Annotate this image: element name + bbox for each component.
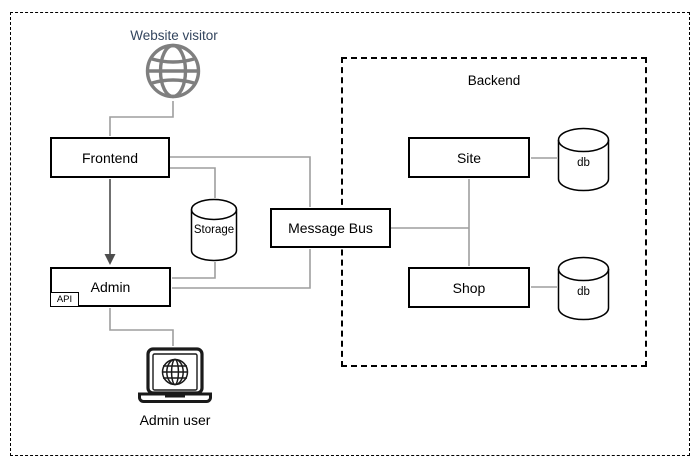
node-shop: Shop [408,267,530,308]
node-shop-db: db [557,256,610,321]
node-frontend: Frontend [50,137,170,178]
api-badge: API [50,292,79,307]
node-admin-label: Admin [90,279,131,295]
node-admin: Admin API [50,267,171,307]
node-shop-label: Shop [452,279,486,296]
node-site-db-label: db [577,157,590,169]
group-backend-label: Backend [467,73,521,88]
node-shop-db-label: db [577,286,590,298]
node-site-label: Site [456,149,482,166]
node-message-bus-label: Message Bus [288,220,373,236]
node-site-db: db [557,127,610,192]
cylinder-shape [557,127,610,192]
edge-frontend-messagebus [170,156,311,207]
edge-admin-adminuser [109,308,174,346]
globe-icon [144,42,202,100]
diagram-outer-border [10,12,690,456]
edge-frontend-storage [170,167,216,198]
edge-frontend-admin-arrow [104,179,116,265]
laptop-globe-icon [129,345,221,407]
edge-visitor-frontend [109,101,174,136]
node-frontend-label: Frontend [81,149,139,166]
edge-storage-admin [172,262,216,279]
website-visitor-label: Website visitor [130,28,218,43]
admin-user-label: Admin user [139,412,211,428]
node-storage: Storage [190,198,238,262]
node-storage-label: Storage [193,224,235,236]
cylinder-shape [190,198,238,262]
node-message-bus: Message Bus [270,208,391,248]
node-site: Site [408,137,530,178]
cylinder-shape [557,256,610,321]
api-badge-label: API [56,294,73,305]
edge-admin-messagebus [172,249,311,289]
